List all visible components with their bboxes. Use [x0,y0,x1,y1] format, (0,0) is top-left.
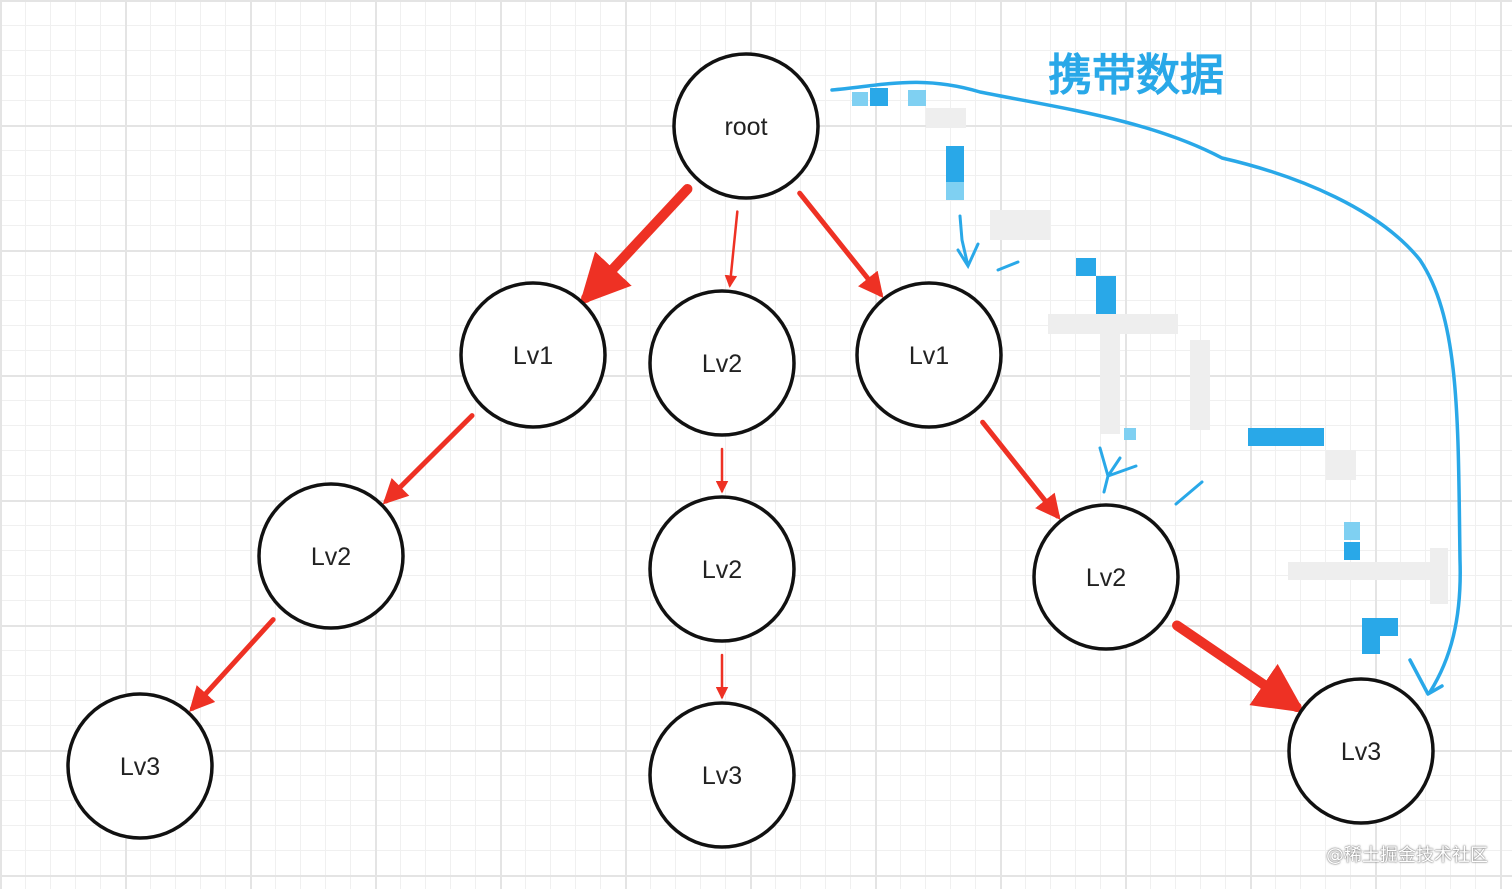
node-lv1-right: Lv1 [855,281,1003,429]
node-lv2-right-label: Lv2 [1086,564,1126,592]
edge-root-to-l1a [579,183,693,306]
trail-mark-2 [996,260,1020,272]
edge-l2b-to-l3b [1172,620,1305,713]
node-lv3-middle: Lv3 [648,701,796,849]
node-lv2-middle-top-label: Lv2 [702,350,742,378]
node-lv3-right: Lv3 [1287,677,1435,825]
node-root-label: root [724,113,767,141]
edge-root-to-l2m [724,210,739,288]
node-lv2-middle: Lv2 [648,495,796,643]
node-lv1-right-label: Lv1 [909,342,949,370]
node-lv2-right: Lv2 [1032,503,1180,651]
carry-data-curve [830,80,1462,694]
node-lv2-middle-label: Lv2 [702,556,742,584]
node-lv2-left-label: Lv2 [311,543,351,571]
edge-l2a-to-l3a [189,617,276,712]
watermark: @稀土掘金技术社区 [1326,845,1488,866]
node-lv3-left-label: Lv3 [120,753,160,781]
node-lv2-middle-top: Lv2 [648,289,796,437]
node-lv3-left: Lv3 [66,692,214,840]
node-lv1-left: Lv1 [459,281,607,429]
edge-l1b-to-l2b [980,419,1061,520]
trail-mark-3 [1098,446,1138,494]
node-lv1-left-label: Lv1 [513,342,553,370]
edges-layer [189,183,1305,713]
node-lv2-left: Lv2 [257,482,405,630]
trail-mark-4 [1174,480,1204,506]
carry-data-annotation: 携带数据 [830,50,1462,696]
carry-data-label: 携带数据 [1048,50,1224,101]
node-lv3-middle-label: Lv3 [702,762,742,790]
trail-mark-1 [956,214,980,270]
nodes-layer: root Lv1 Lv2 Lv1 Lv2 Lv2 [66,52,1435,849]
carry-data-arrowhead [1408,658,1444,696]
pixel-artifacts [852,88,1448,654]
edge-root-to-l1b [797,190,884,298]
edge-l1a-to-l2a [382,413,475,505]
node-root: root [672,52,820,200]
node-lv3-right-label: Lv3 [1341,738,1381,766]
